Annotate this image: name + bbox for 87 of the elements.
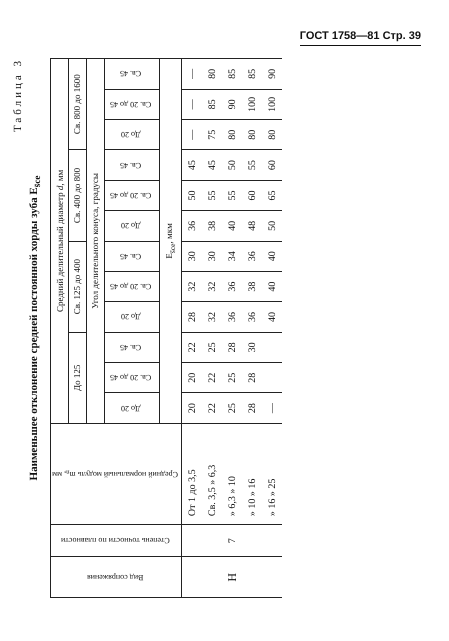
table-value: — xyxy=(182,89,202,120)
table-value: 80 xyxy=(242,120,262,150)
table-value: 85 xyxy=(222,58,242,90)
table-value: 90 xyxy=(262,58,282,90)
table-value: 36 xyxy=(222,302,242,332)
table-value: 32 xyxy=(202,302,222,332)
table-value: 22 xyxy=(202,362,222,393)
column-header: Степень точности по плавности xyxy=(60,536,170,546)
table-value: 85 xyxy=(242,58,262,90)
row-header: Св. 3,5 » 6,3 xyxy=(202,423,222,525)
table-value: 50 xyxy=(262,210,282,242)
table-value: 65 xyxy=(262,180,282,211)
row-header: От 1 до 3,5 xyxy=(182,423,202,525)
table-value: 36 xyxy=(182,210,202,242)
table-value: — xyxy=(182,58,202,90)
table-value: 28 xyxy=(242,392,262,424)
table-value: 30 xyxy=(242,332,262,363)
column-header: До 125 xyxy=(68,332,86,424)
table-value: 30 xyxy=(202,241,222,272)
table-value: — xyxy=(262,392,282,424)
table-value: 32 xyxy=(182,271,202,302)
table-value: 36 xyxy=(242,302,262,332)
table-value: 60 xyxy=(242,180,262,211)
table-value: 48 xyxy=(242,210,262,242)
table-value: 40 xyxy=(262,271,282,302)
column-header: Угол делительного конуса, градусы xyxy=(86,58,104,424)
table-value: 55 xyxy=(202,180,222,211)
table-value: 80 xyxy=(202,58,222,90)
column-header: Св. 125 до 400 xyxy=(68,241,86,332)
table-value: 32 xyxy=(202,271,222,302)
table-value: 60 xyxy=(262,150,282,180)
table-value: 100 xyxy=(242,89,262,120)
row-header: » 16 » 25 xyxy=(262,423,282,525)
table-value: 36 xyxy=(242,241,262,272)
column-header: Св. 20 до 45 xyxy=(110,191,152,200)
table-value: 50 xyxy=(222,150,242,180)
table-value: — xyxy=(182,120,202,150)
row-header: 7 xyxy=(182,524,282,557)
table-value: 30 xyxy=(182,241,202,272)
table-value: 40 xyxy=(222,210,242,242)
column-header: Св. 45 xyxy=(120,342,142,352)
table-value: 20 xyxy=(182,362,202,393)
table-value: 38 xyxy=(242,271,262,302)
column-header: До 20 xyxy=(121,312,141,322)
table-value: 25 xyxy=(222,362,242,393)
table-value: 50 xyxy=(182,180,202,211)
table-value: 20 xyxy=(182,392,202,424)
column-header: Св. 45 xyxy=(120,160,142,170)
column-header: Св. 20 до 45 xyxy=(110,373,152,382)
table-value: 25 xyxy=(222,392,242,424)
row-header: H xyxy=(182,557,282,598)
column-header: До 20 xyxy=(121,221,141,230)
table-value: 40 xyxy=(262,302,282,332)
table-value: 28 xyxy=(222,332,242,363)
table-value: 28 xyxy=(242,362,262,393)
column-header: Св. 45 xyxy=(120,69,142,78)
column-header: До 20 xyxy=(121,130,141,140)
table-value: 45 xyxy=(182,150,202,180)
table-value: 100 xyxy=(262,89,282,120)
row-header: » 6,3 » 10 xyxy=(222,423,242,525)
column-header: Вид сопряжения xyxy=(86,572,144,582)
table-value: 40 xyxy=(262,241,282,272)
column-header: Св. 45 xyxy=(120,252,142,261)
column-header: Св. 20 до 45 xyxy=(110,282,152,292)
table-value: 22 xyxy=(202,392,222,424)
table-value: 28 xyxy=(182,302,202,332)
column-header: До 20 xyxy=(121,404,141,413)
table-value: 25 xyxy=(202,332,222,363)
page-header: ГОСТ 1758—81 Стр. 39 xyxy=(300,30,421,46)
table-value: 22 xyxy=(182,332,202,363)
table-value: 45 xyxy=(202,150,222,180)
column-header: Средний делительный диаметр d, мм xyxy=(50,58,68,424)
table-value: 90 xyxy=(222,89,242,120)
table-value: 34 xyxy=(222,241,242,272)
table-value: 38 xyxy=(202,210,222,242)
table-value: 80 xyxy=(222,120,242,150)
table-value: 36 xyxy=(222,271,242,302)
table-value: 80 xyxy=(262,120,282,150)
table-value: 75 xyxy=(202,120,222,150)
row-header: » 10 » 16 xyxy=(242,423,262,525)
table-value: 55 xyxy=(222,180,242,211)
column-header: Св. 400 до 800 xyxy=(68,150,86,242)
table-value: 55 xyxy=(242,150,262,180)
column-header: Св. 800 до 1600 xyxy=(68,58,86,150)
table-value: 85 xyxy=(202,89,222,120)
column-header: Св. 20 до 45 xyxy=(110,100,152,109)
table-number: Таблица 3 xyxy=(12,58,25,134)
